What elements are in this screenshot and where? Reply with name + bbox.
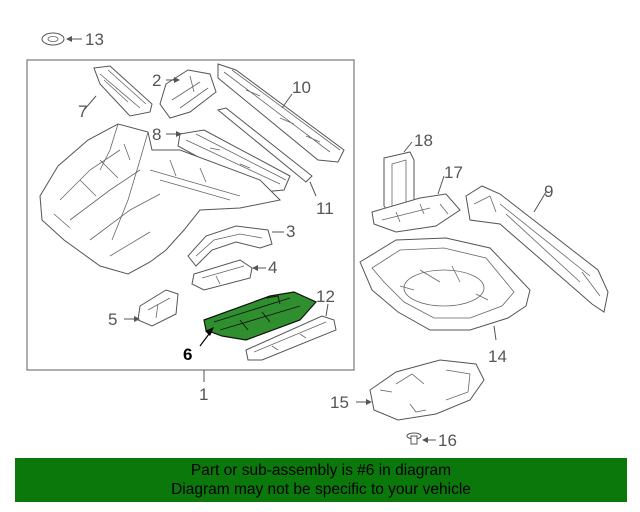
part-13-grommet[interactable] [41,32,82,46]
banner-line-2: Diagram may not be specific to your vehi… [171,481,471,498]
part-4-bracket[interactable] [191,259,266,291]
part-17-bracket[interactable] [371,175,461,233]
part-12-sill[interactable] [245,303,337,361]
part-10-rail[interactable] [217,63,345,163]
assembly-frame [26,59,355,371]
callout-16: 16 [438,431,457,450]
callout-17: 17 [444,163,463,182]
part-8-crossmember[interactable] [166,129,291,193]
part-15-floor-cover[interactable] [356,359,485,421]
part-2-bracket[interactable] [159,69,217,119]
callout-11: 11 [316,199,334,218]
part-9-rear-member[interactable] [465,185,609,313]
part-7-rear-panel[interactable] [83,65,153,117]
part-3-wheelhouse[interactable] [187,225,284,267]
callout-13: 13 [85,30,104,49]
part-floor-pan[interactable] [39,123,282,275]
callout-14: 14 [488,347,507,366]
callout-9: 9 [544,182,553,201]
callout-7: 7 [78,102,87,121]
callout-3: 3 [286,222,295,241]
callout-15: 15 [330,393,349,412]
callout-2: 2 [152,71,161,90]
callout-4: 4 [268,258,277,277]
callout-1: 1 [199,385,208,404]
part-11-strip[interactable] [216,107,317,197]
part-5-bracket[interactable] [124,289,179,327]
part-6-highlighted[interactable] [199,291,317,347]
banner-line-1: Part or sub-assembly is #6 in diagram [190,462,452,479]
part-16-clip[interactable] [406,432,436,445]
callout-10: 10 [292,78,311,97]
callout-6: 6 [183,345,192,364]
callout-18: 18 [414,131,433,150]
callout-12: 12 [316,287,335,306]
callout-8: 8 [152,125,161,144]
part-14-trunk-pan[interactable] [359,237,531,341]
callout-5: 5 [108,310,117,329]
info-banner: Part or sub-assembly is #6 in diagram Di… [15,458,627,502]
